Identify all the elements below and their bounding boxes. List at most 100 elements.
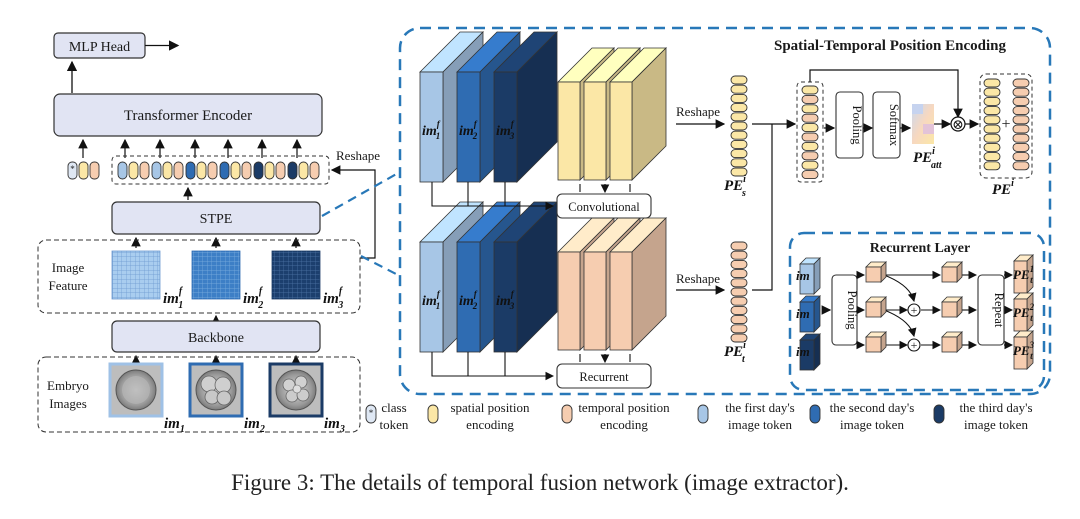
combined-pe-token bbox=[801, 141, 819, 151]
rl-hidden-b-2 bbox=[941, 296, 963, 318]
final-temporal-token bbox=[1012, 152, 1030, 162]
pe-s-token bbox=[730, 121, 748, 131]
rl-repeat-box: Repeat bbox=[977, 274, 1006, 346]
final-spatial-token bbox=[983, 133, 1001, 143]
slab-3 bbox=[609, 217, 667, 351]
spatial-token bbox=[298, 161, 309, 180]
svg-text:Repeat: Repeat bbox=[992, 293, 1006, 328]
rl-hidden-a-3 bbox=[865, 331, 887, 353]
rl-hidden-cubes bbox=[865, 261, 963, 353]
final-spatial-token bbox=[983, 106, 1001, 116]
transformer-encoder-box: Transformer Encoder bbox=[53, 93, 323, 137]
legend-swatch bbox=[697, 404, 709, 424]
svg-text:⊗: ⊗ bbox=[952, 118, 964, 133]
svg-text:Backbone: Backbone bbox=[188, 331, 244, 346]
svg-text:Convolutional: Convolutional bbox=[568, 200, 640, 214]
pe-att-map bbox=[912, 104, 934, 144]
pe-t-token bbox=[730, 259, 748, 269]
spatial-token bbox=[162, 161, 173, 180]
svg-text:STPE: STPE bbox=[200, 212, 233, 227]
temporal-token bbox=[241, 161, 252, 180]
image-feature-region bbox=[37, 239, 361, 314]
rl-input-label-2: im bbox=[796, 306, 810, 321]
stpe-panel bbox=[398, 26, 1052, 396]
figure-caption: Figure 3: The details of temporal fusion… bbox=[231, 470, 849, 495]
pe-t-token bbox=[730, 241, 748, 251]
combined-pe-token bbox=[801, 94, 819, 104]
legend-text-2: encoding bbox=[466, 417, 514, 432]
final-spatial-token bbox=[983, 78, 1001, 88]
conv-connectors bbox=[431, 182, 631, 211]
pe-s-token bbox=[730, 112, 748, 122]
pe-s-token bbox=[730, 149, 748, 159]
rl-output-1 bbox=[1013, 254, 1034, 294]
pe-final-label: PEi bbox=[992, 178, 1014, 198]
temporal-token bbox=[173, 161, 184, 180]
combined-pe-token bbox=[801, 160, 819, 170]
final-temporal-token bbox=[1012, 115, 1030, 125]
spatial-token bbox=[264, 161, 275, 180]
combined-pe-token bbox=[801, 113, 819, 123]
svg-text:Recurrent: Recurrent bbox=[579, 370, 629, 384]
pooling-box: Pooling bbox=[835, 91, 864, 159]
image-feature-label-1: Image bbox=[52, 260, 85, 275]
final-temporal-token bbox=[1012, 87, 1030, 97]
final-pe-group bbox=[979, 73, 1033, 179]
combined-pe-token bbox=[801, 151, 819, 161]
legend-swatch bbox=[933, 404, 945, 424]
final-temporal-token bbox=[1012, 124, 1030, 134]
svg-text:+: + bbox=[911, 303, 918, 317]
pe-t-token bbox=[730, 287, 748, 297]
legend-text-2: image token bbox=[964, 417, 1028, 432]
temporal-fusion-diagram: MLP Head Transformer Encoder * Reshape S… bbox=[37, 26, 1052, 435]
image-token bbox=[185, 161, 196, 180]
reshape-path: Reshape bbox=[330, 148, 380, 259]
svg-text:im3: im3 bbox=[324, 416, 345, 435]
legend-text-1: temporal position bbox=[578, 400, 670, 415]
stpe-panel-title: Spatial-Temporal Position Encoding bbox=[774, 38, 1006, 54]
stpe-box: STPE bbox=[111, 201, 321, 235]
conv-slabs bbox=[557, 47, 667, 181]
image-token bbox=[253, 161, 264, 180]
pe-t-token bbox=[730, 305, 748, 315]
legend-swatch bbox=[365, 404, 377, 424]
image-token bbox=[117, 161, 128, 180]
combined-pe-token bbox=[801, 132, 819, 142]
legend-text-1: class bbox=[381, 400, 406, 415]
pe-t-token bbox=[730, 278, 748, 288]
rl-input-label-1: im bbox=[796, 268, 810, 283]
rl-input-label-3: im bbox=[796, 344, 810, 359]
temporal-token bbox=[309, 161, 320, 180]
pe-t-token bbox=[730, 269, 748, 279]
spatial-token bbox=[230, 161, 241, 180]
class-token: * bbox=[67, 161, 100, 180]
svg-text:Transformer Encoder: Transformer Encoder bbox=[124, 108, 252, 124]
rl-pooling-box: Pooling bbox=[831, 274, 859, 346]
legend-text-1: the third day's bbox=[959, 400, 1032, 415]
rl-input-2 bbox=[799, 295, 821, 333]
token-row bbox=[117, 161, 320, 180]
feature-map-1 bbox=[111, 250, 161, 300]
embryo-label-1: Embryo bbox=[47, 378, 89, 393]
rl-output-2 bbox=[1013, 292, 1034, 332]
final-temporal-token bbox=[1012, 161, 1030, 171]
svg-text:im1: im1 bbox=[164, 416, 185, 435]
svg-text:+: + bbox=[911, 338, 918, 352]
final-temporal-token bbox=[1012, 142, 1030, 152]
softmax-box: Softmax bbox=[872, 91, 901, 159]
spatial-token bbox=[128, 161, 139, 180]
svg-text:Reshape: Reshape bbox=[336, 148, 380, 163]
legend-item-6: the third day's image token bbox=[933, 400, 1033, 432]
pe-t-token bbox=[730, 324, 748, 334]
